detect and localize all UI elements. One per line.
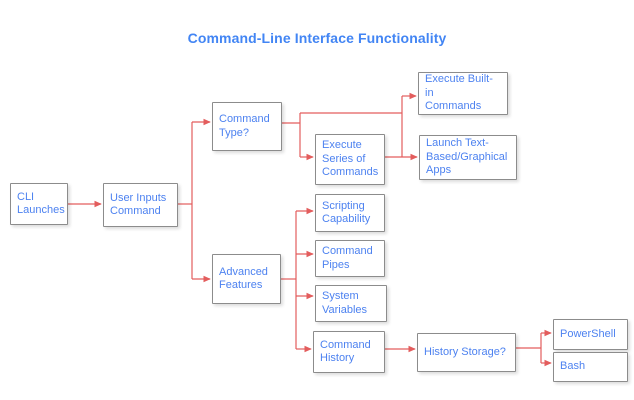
node-command-pipes: Command Pipes: [315, 240, 385, 277]
node-bash: Bash: [553, 352, 628, 382]
node-launch-text-based-graphical-apps: Launch Text- Based/Graphical Apps: [419, 135, 517, 180]
node-system-variables-label: System Variables: [322, 290, 368, 316]
node-command-history: Command History: [313, 331, 385, 373]
node-scripting-capability-label: Scripting Capability: [322, 199, 371, 226]
node-launch-text-based-graphical-apps-label: Launch Text- Based/Graphical Apps: [426, 137, 508, 177]
diagram-title: Command-Line Interface Functionality: [187, 30, 447, 46]
node-user-inputs-command: User Inputs Command: [103, 183, 178, 227]
node-cli-launches-label: CLI Launches: [17, 190, 65, 217]
node-system-variables: System Variables: [315, 285, 387, 322]
node-history-storage-label: History Storage?: [424, 345, 506, 358]
node-user-inputs-command-label: User Inputs Command: [110, 191, 167, 218]
node-powershell-label: PowerShell: [560, 327, 616, 340]
node-advanced-features: Advanced Features: [212, 254, 281, 304]
node-bash-label: Bash: [560, 360, 586, 373]
node-cli-launches: CLI Launches: [10, 183, 68, 225]
node-command-history-label: Command History: [320, 338, 371, 365]
node-execute-builtin-commands-label: Execute Built-in Commands: [425, 73, 493, 113]
node-scripting-capability: Scripting Capability: [315, 194, 385, 232]
node-advanced-features-label: Advanced Features: [219, 265, 268, 292]
node-command-type: Command Type?: [212, 102, 282, 151]
node-execute-builtin-commands: Execute Built-in Commands: [418, 72, 508, 115]
node-history-storage: History Storage?: [417, 333, 516, 372]
node-command-type-label: Command Type?: [219, 113, 270, 139]
node-command-pipes-label: Command Pipes: [322, 245, 373, 271]
node-execute-series-of-commands-label: Execute Series of Commands: [322, 139, 379, 179]
node-powershell: PowerShell: [553, 319, 628, 350]
node-execute-series-of-commands: Execute Series of Commands: [315, 134, 385, 185]
